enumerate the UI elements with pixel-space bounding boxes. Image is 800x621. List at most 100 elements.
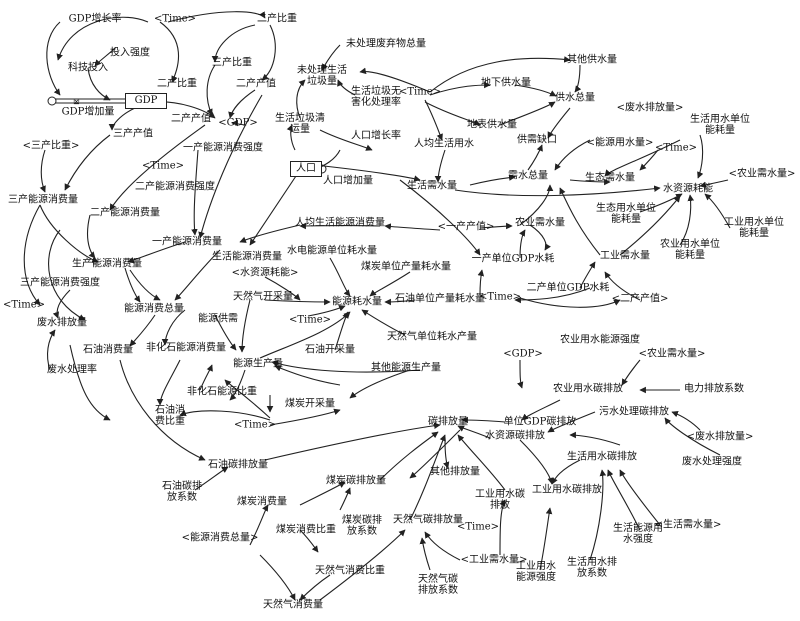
domestic-water-intensity-label: 生活用水单位能耗量 [690, 114, 750, 136]
link [539, 507, 553, 571]
coal-share-label: 煤炭消费比重 [276, 524, 336, 536]
agri-energy-intensity-label: 农业用水能源强度 [560, 334, 640, 346]
per-capita-energy-label: 人均生活能源消费量 [295, 217, 385, 229]
link [519, 229, 526, 259]
link [124, 267, 141, 303]
industrial-water-ref-label: <工业需水量> [460, 554, 528, 566]
gas-consumption-label: 天然气消费量 [263, 599, 323, 611]
time-label: <Time> [153, 13, 197, 25]
water-supply-total-label: 供水总量 [555, 92, 595, 104]
underground-water-label: 地下供水量 [481, 77, 531, 89]
link [409, 429, 461, 479]
link [296, 79, 306, 119]
link [94, 47, 116, 67]
tertiary-share-label: 三产比重 [212, 57, 252, 69]
link [46, 329, 56, 371]
waste-production-label: 生活垃圾清运量 [275, 113, 325, 135]
total-energy-ref-label: <能源消费总量> [181, 532, 259, 544]
link [228, 89, 256, 119]
primary-gdp-water-label: 一产单位GDP水耗 [471, 253, 555, 265]
link [704, 193, 731, 229]
tech-invest-label: 科技投入 [68, 62, 108, 74]
link [429, 81, 491, 96]
gas-water-intensity-label: 天然气单位耗水产量 [387, 331, 477, 343]
coal-carbon-label: 煤炭碳排放量 [326, 475, 386, 487]
link [337, 79, 356, 96]
wastewater-ref-label: <废水排放量> [616, 102, 684, 114]
link [198, 94, 263, 239]
link [514, 84, 557, 97]
link [224, 379, 271, 419]
link [191, 149, 199, 236]
energy-production-label: 能源生产量 [233, 358, 283, 370]
link [319, 529, 406, 601]
water-resource-energy-label: 水资源耗能 [663, 183, 713, 195]
link [434, 149, 446, 183]
secondary-output-label: 二产产值 [171, 113, 211, 125]
link [109, 124, 206, 211]
link [239, 224, 301, 243]
link [442, 439, 450, 469]
link [469, 174, 516, 186]
link [321, 44, 341, 71]
link [39, 149, 46, 193]
wastewater-ref2-label: <废水排放量> [686, 431, 754, 443]
link [519, 297, 621, 308]
link [529, 224, 551, 251]
link [619, 469, 661, 526]
link [269, 408, 341, 426]
link [156, 359, 181, 406]
link [271, 360, 421, 373]
link [214, 314, 237, 351]
link [359, 67, 431, 93]
link [349, 369, 411, 399]
link [639, 149, 659, 171]
link [551, 459, 581, 485]
link [424, 99, 443, 141]
sewage-carbon-label: 污水处理碳排放 [599, 406, 669, 418]
ecological-water-intensity-label: 生态用水单位能耗量 [596, 203, 656, 225]
link [206, 64, 216, 116]
link [127, 241, 186, 264]
link [516, 359, 524, 389]
link [699, 179, 729, 189]
domestic-energy-intensity-label: 生活能源用水强度 [613, 523, 663, 545]
link [86, 214, 96, 259]
gas-production-label: 天然气开采量 [233, 291, 293, 303]
tertiary-share-ref-label: <三产比重> [22, 140, 80, 152]
oil-carbon-label: 石油碳排放量 [208, 459, 268, 471]
link [129, 269, 161, 301]
primary-energy-label: 一产能源消费量 [152, 236, 222, 248]
link [264, 276, 301, 301]
tech-invest-intensity-label: 投入强度 [110, 47, 150, 59]
primary-energy-intensity-label: 一产能源消费强度 [183, 142, 263, 154]
link [129, 314, 156, 347]
link [167, 11, 266, 23]
coal-carbon-coef-label: 煤炭碳排放系数 [342, 515, 382, 537]
link [174, 249, 221, 301]
gas-share-label: 天然气消费比重 [315, 565, 385, 577]
tertiary-value-label: 三产产值 [113, 128, 153, 140]
hydro-energy-intensity-label: 水电能源单位耗水量 [287, 245, 377, 257]
oil-production-label: 石油开采量 [305, 344, 355, 356]
link [477, 269, 485, 296]
primary-value-ref-label: <一产产值> [437, 221, 495, 233]
time3-label: <Time> [654, 142, 698, 154]
secondary-energy-label: 二产能源消费量 [90, 207, 160, 219]
link [384, 298, 416, 306]
oil-share-label: 石油消费比重 [155, 405, 185, 427]
link [161, 309, 186, 346]
agri-water-ref-label: <农业需水量> [728, 168, 796, 180]
link [264, 298, 331, 306]
link [179, 409, 271, 421]
time4-label: <Time> [478, 291, 522, 303]
time6-label: <Time> [233, 419, 277, 431]
agri-water-energy-intensity-label: 农业用水单位能耗量 [660, 239, 720, 261]
link [249, 169, 301, 246]
carbon-total-label: 碳排放量 [428, 416, 468, 428]
link [299, 481, 346, 506]
link [369, 271, 411, 297]
water-gap-label: 供需缺口 [517, 134, 557, 146]
